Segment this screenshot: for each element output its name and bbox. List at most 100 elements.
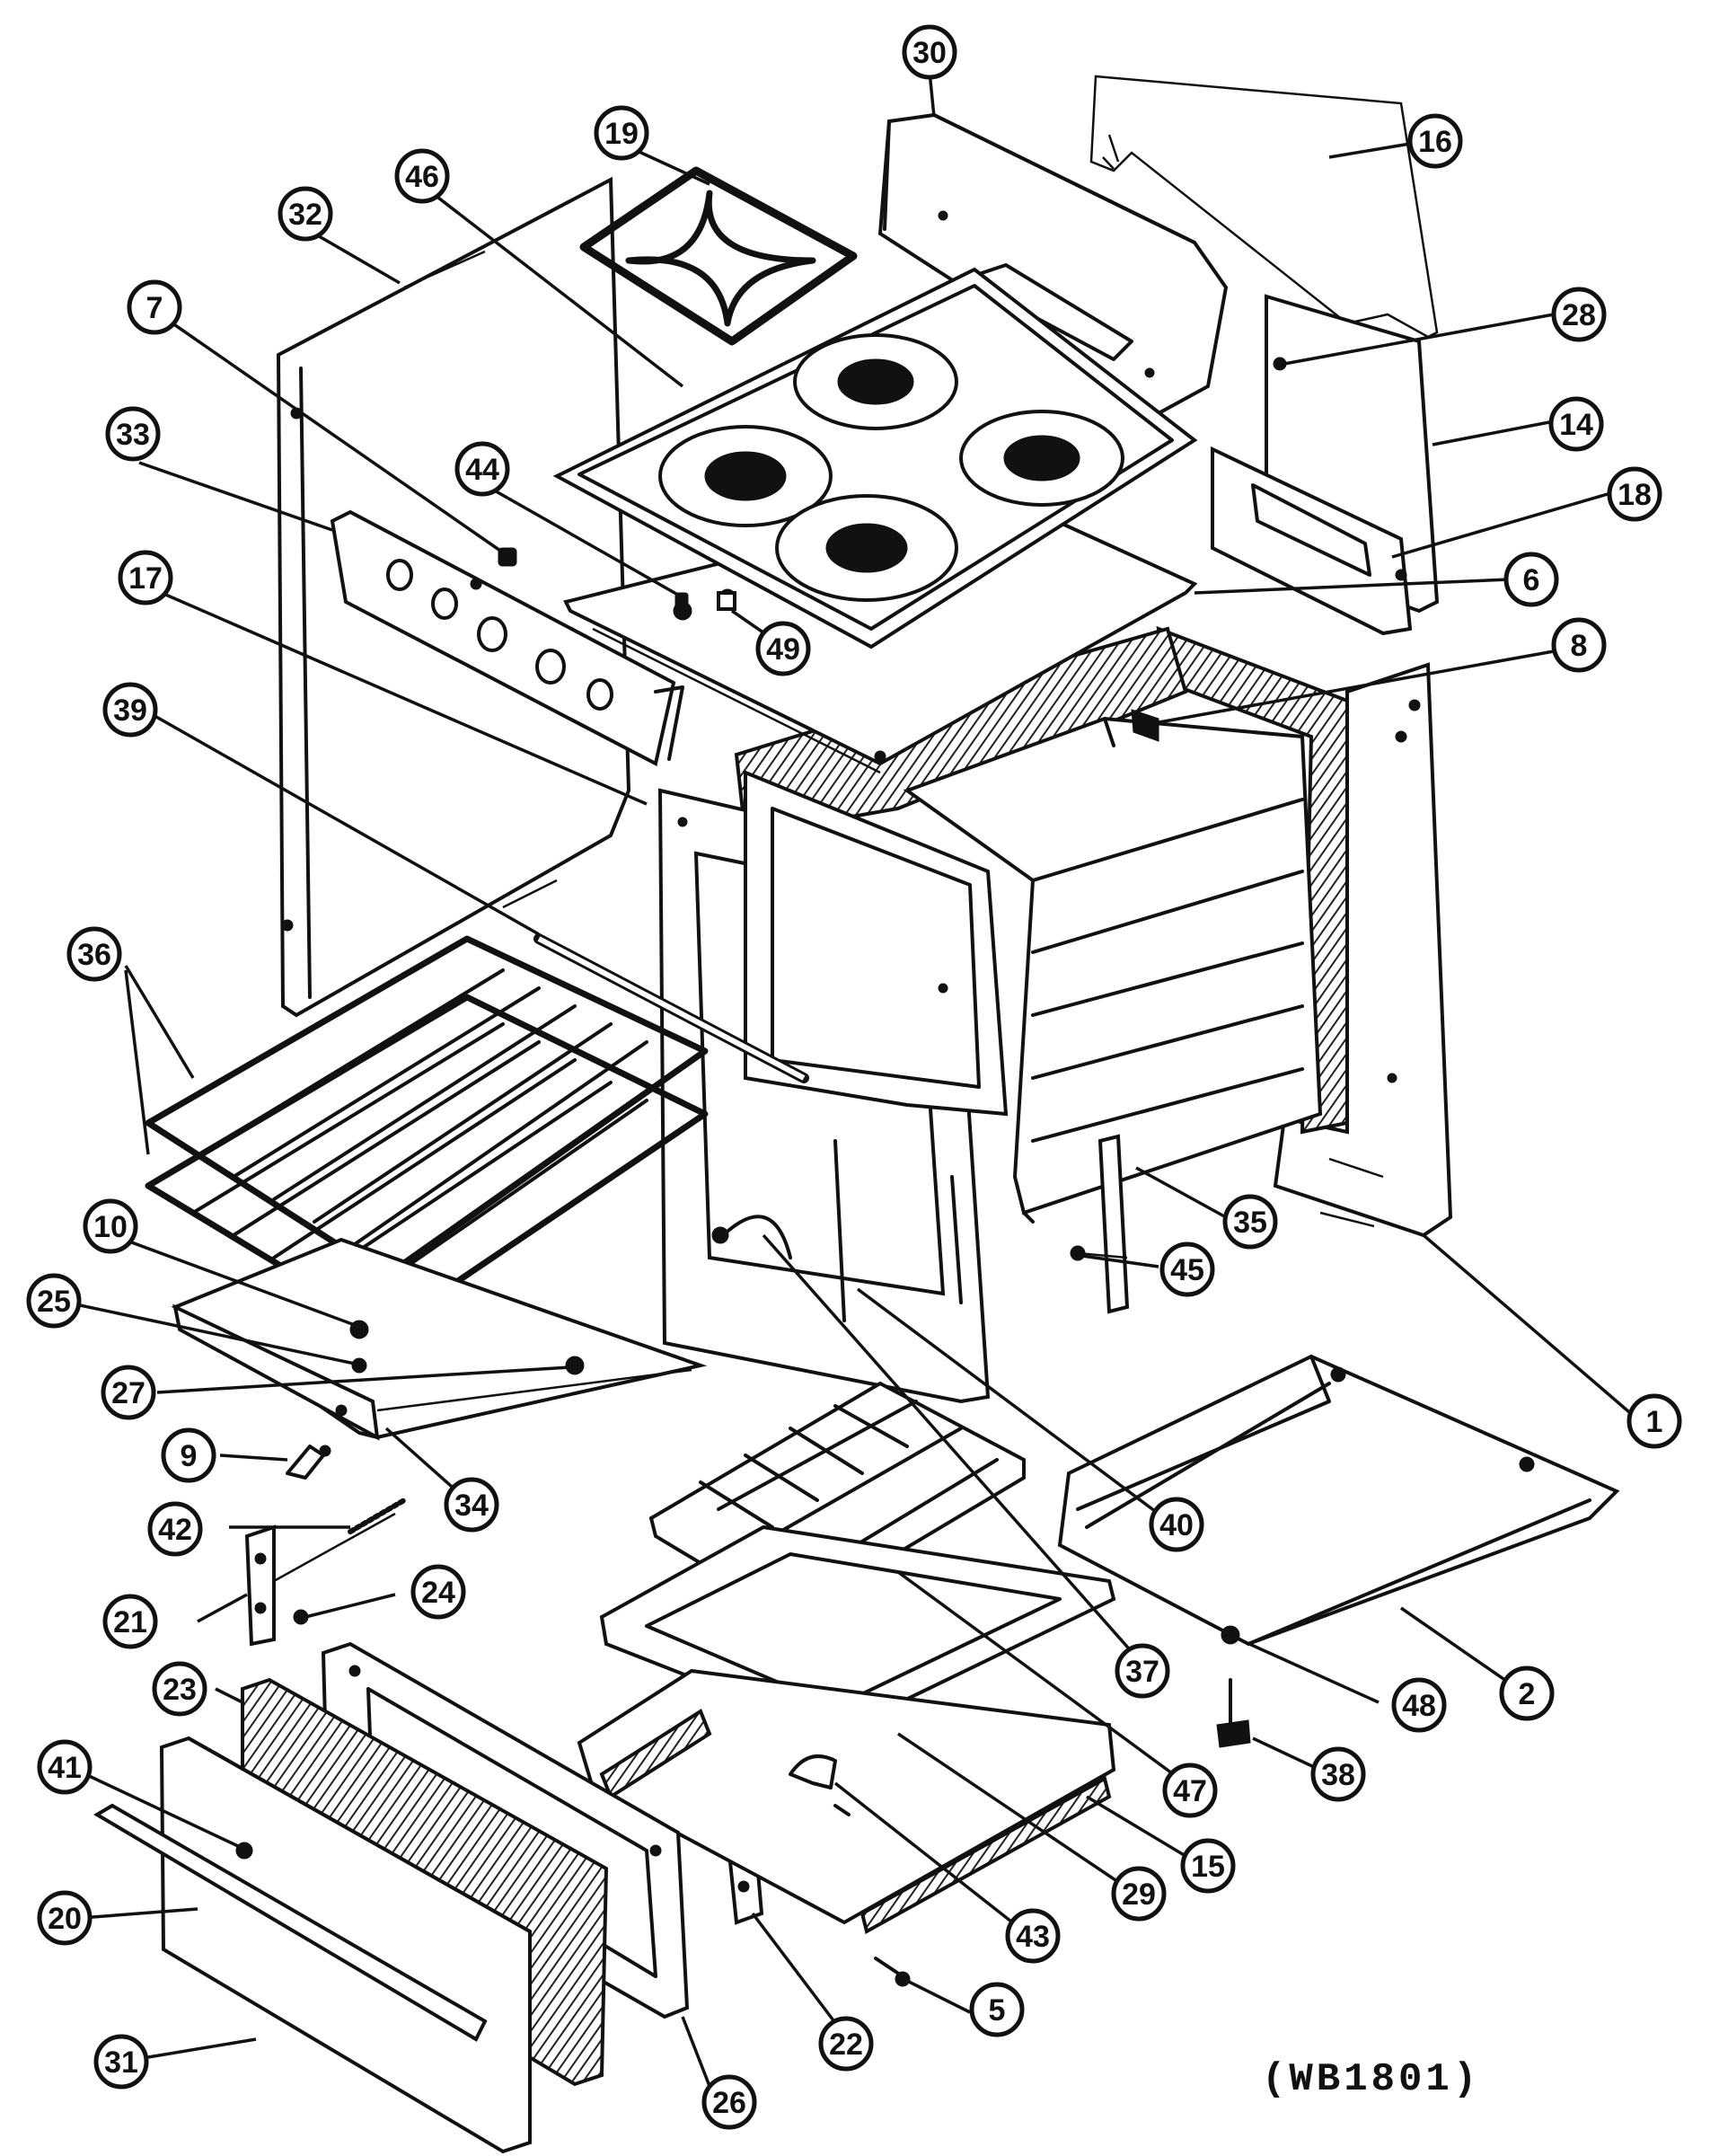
svg-text:35: 35	[1233, 1206, 1267, 1240]
door-handle	[93, 1803, 488, 2042]
callout-43: 43	[1005, 1908, 1061, 1964]
broil-element-rod	[533, 933, 809, 1083]
drawing-code: (WB1801)	[1262, 2057, 1481, 2102]
svg-text:40: 40	[1159, 1508, 1194, 1542]
callout-26: 26	[701, 2074, 757, 2130]
svg-text:17: 17	[128, 561, 163, 596]
svg-text:6: 6	[1523, 563, 1540, 597]
svg-text:14: 14	[1559, 408, 1593, 442]
svg-text:7: 7	[146, 291, 163, 325]
callout-bubbles: 30 16 19 46 32 28 7 14 33 44 18 17 6 49 …	[26, 24, 1682, 2130]
svg-text:15: 15	[1191, 1850, 1225, 1884]
svg-text:25: 25	[37, 1285, 71, 1319]
svg-text:1: 1	[1646, 1405, 1663, 1439]
callout-19: 19	[594, 105, 649, 161]
screw	[874, 1957, 911, 1987]
burner-tray	[171, 1237, 708, 1441]
backguard	[877, 112, 1229, 416]
leveling-leg	[1216, 1678, 1251, 1748]
svg-text:36: 36	[77, 938, 111, 972]
svg-text:8: 8	[1571, 629, 1588, 663]
svg-text:28: 28	[1562, 298, 1596, 332]
callout-49: 49	[755, 621, 811, 676]
svg-text:43: 43	[1016, 1920, 1050, 1954]
svg-text:29: 29	[1122, 1878, 1156, 1912]
svg-text:20: 20	[48, 1902, 82, 1936]
control-panel	[330, 509, 684, 766]
svg-text:47: 47	[1173, 1774, 1207, 1808]
svg-text:38: 38	[1321, 1758, 1355, 1792]
svg-text:18: 18	[1618, 478, 1652, 512]
callout-27: 27	[101, 1365, 156, 1420]
cooktop	[552, 267, 1198, 649]
callout-37: 37	[1115, 1643, 1170, 1699]
oven-liner	[903, 716, 1323, 1224]
callout-23: 23	[152, 1661, 207, 1717]
callout-42: 42	[147, 1501, 203, 1557]
svg-text:24: 24	[421, 1576, 455, 1610]
callout-6: 6	[1503, 552, 1559, 607]
callout-35: 35	[1222, 1194, 1278, 1250]
callout-47: 47	[1162, 1763, 1218, 1818]
svg-text:10: 10	[93, 1210, 128, 1244]
callout-15: 15	[1180, 1838, 1236, 1894]
rear-trim-panel	[1089, 75, 1439, 339]
callout-8: 8	[1551, 617, 1607, 673]
svg-text:27: 27	[111, 1376, 145, 1410]
callout-20: 20	[37, 1890, 93, 1946]
callout-9: 9	[161, 1427, 216, 1483]
svg-text:46: 46	[405, 160, 439, 194]
svg-text:32: 32	[288, 198, 322, 232]
drawer-slide-assembly	[1057, 1354, 1620, 1647]
callout-34: 34	[444, 1477, 499, 1533]
callout-31: 31	[93, 2034, 149, 2090]
svg-text:19: 19	[604, 117, 639, 151]
callout-17: 17	[118, 550, 173, 605]
svg-text:42: 42	[158, 1513, 192, 1547]
callout-41: 41	[37, 1739, 93, 1795]
callout-14: 14	[1548, 396, 1604, 452]
burner-grate	[579, 166, 858, 346]
svg-text:41: 41	[48, 1751, 82, 1785]
callout-30: 30	[902, 24, 957, 80]
callout-16: 16	[1407, 113, 1463, 169]
oven-front-frame	[657, 770, 1009, 1404]
callout-24: 24	[410, 1564, 466, 1620]
callout-7: 7	[127, 279, 182, 335]
svg-text:30: 30	[912, 36, 947, 70]
svg-text:9: 9	[181, 1439, 198, 1473]
callout-33: 33	[105, 406, 161, 462]
callout-40: 40	[1149, 1497, 1204, 1552]
callout-28: 28	[1551, 287, 1607, 342]
svg-text:21: 21	[113, 1605, 147, 1639]
svg-text:48: 48	[1402, 1689, 1436, 1723]
callout-36: 36	[66, 926, 122, 982]
svg-text:16: 16	[1418, 125, 1452, 159]
svg-text:45: 45	[1170, 1253, 1204, 1287]
door-hinge-left	[244, 1498, 407, 1647]
cabinet-body	[1273, 662, 1453, 1238]
svg-text:44: 44	[465, 453, 499, 487]
callout-44: 44	[454, 441, 510, 497]
oven-hinge-right	[1070, 1134, 1130, 1314]
svg-text:49: 49	[766, 632, 800, 667]
callout-45: 45	[1159, 1241, 1215, 1297]
callout-1: 1	[1626, 1393, 1682, 1449]
svg-text:2: 2	[1519, 1677, 1536, 1711]
callout-21: 21	[102, 1594, 158, 1649]
svg-text:5: 5	[989, 1993, 1006, 2028]
svg-text:31: 31	[104, 2046, 138, 2080]
svg-text:37: 37	[1125, 1655, 1159, 1689]
burner-clip	[286, 1445, 331, 1480]
door-fastener	[235, 1842, 253, 1860]
svg-text:23: 23	[163, 1673, 197, 1707]
callout-46: 46	[394, 148, 450, 204]
callout-22: 22	[818, 2016, 874, 2072]
svg-text:22: 22	[829, 2028, 863, 2062]
callout-29: 29	[1111, 1866, 1167, 1922]
callout-2: 2	[1499, 1666, 1555, 1721]
callout-5: 5	[969, 1982, 1025, 2037]
svg-text:33: 33	[116, 418, 150, 452]
broiler-drawer	[577, 1668, 1116, 1935]
